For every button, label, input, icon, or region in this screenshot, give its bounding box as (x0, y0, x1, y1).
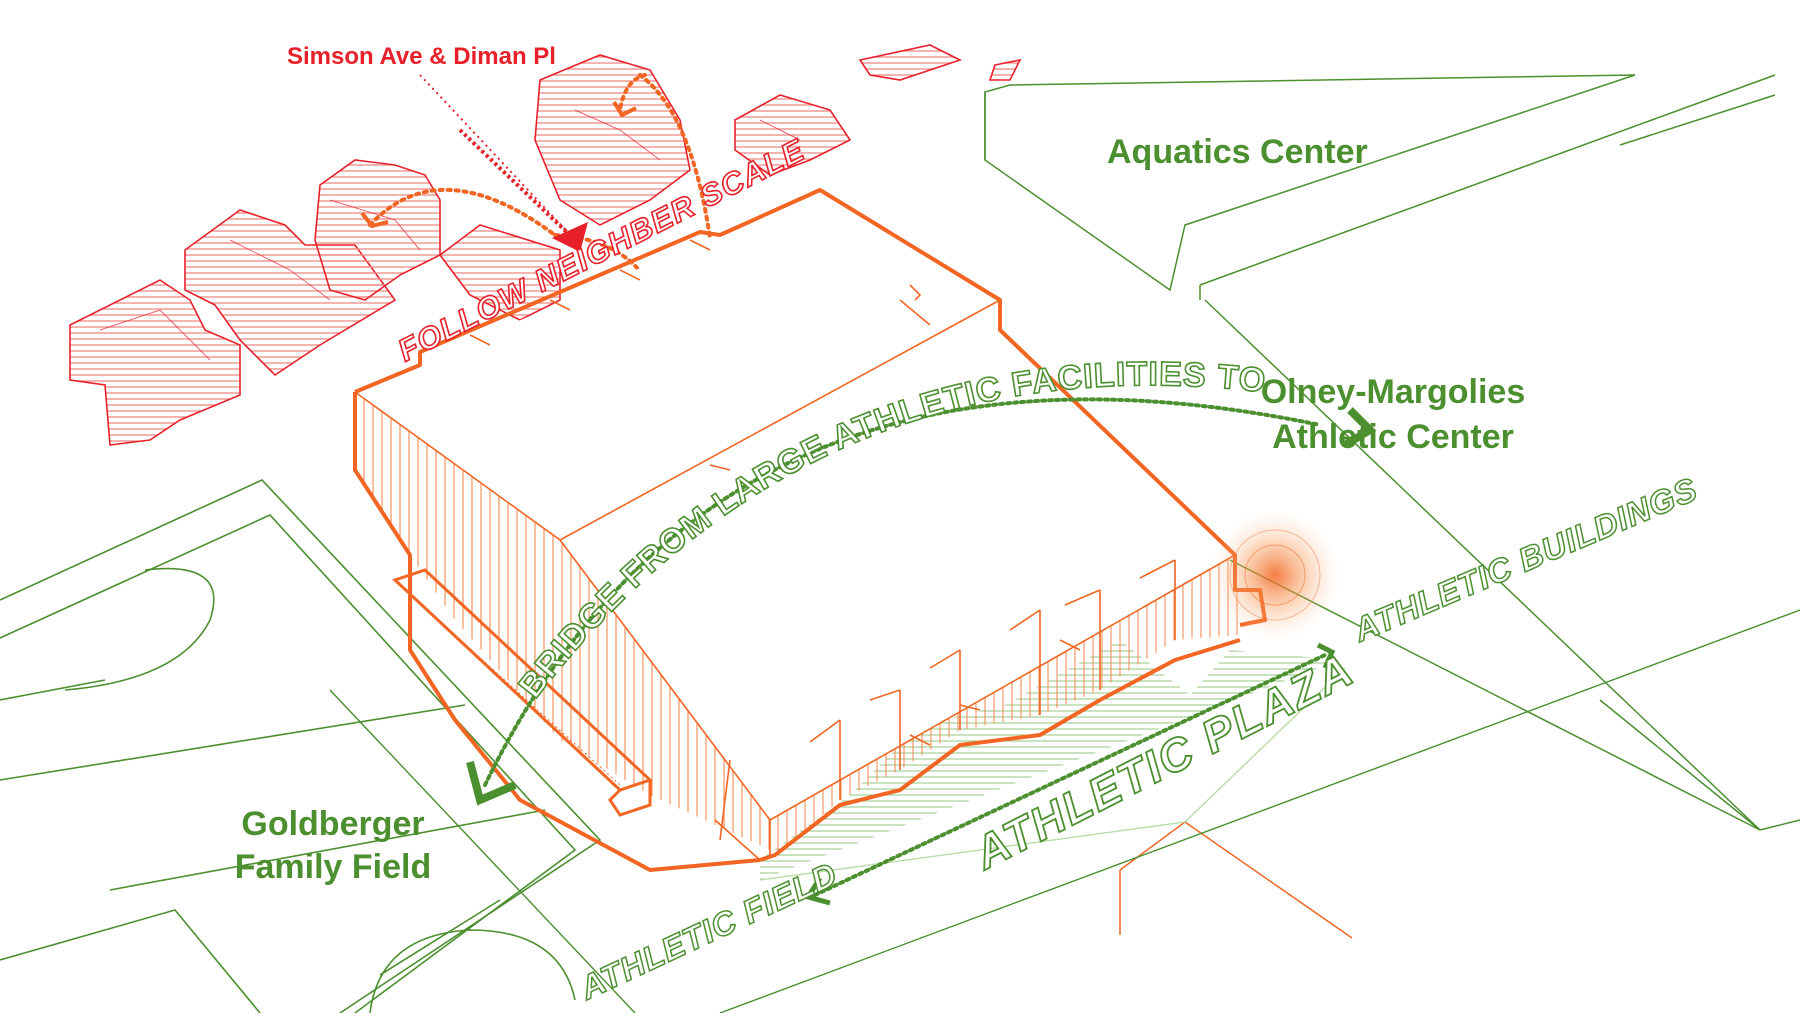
athletic-buildings-label: ATHLETIC BUILDINGS (1347, 470, 1702, 649)
lower-right-lines (1119, 821, 1353, 939)
athletic-plaza-area (759, 640, 1346, 881)
road-lines (329, 609, 1800, 1014)
goldberger-label-line2: Family Field (235, 848, 432, 886)
goldberger-label-line1: Goldberger (241, 805, 424, 843)
goldberger-field-lines (0, 479, 602, 1014)
olney-label-line1: Olney-Margolies (1261, 373, 1526, 411)
aquatics-center-label: Aquatics Center (1107, 133, 1368, 171)
olney-label-line2: Athletic Center (1272, 418, 1514, 456)
neighbor-house-rooflines (99, 109, 801, 361)
athletic-field-label: ATHLETIC FIELD (573, 855, 843, 1007)
aquatics-center-outline (984, 74, 1636, 292)
street-arrow (419, 74, 588, 252)
entry-highlight (1210, 510, 1340, 640)
main-building (353, 188, 1267, 872)
neighbor-houses (69, 44, 1022, 446)
bridge-arc-arrow (466, 397, 1377, 806)
olney-center-outline (1199, 74, 1800, 831)
street-label: Simson Ave & Diman Pl (287, 43, 556, 70)
athletic-axis-arrow (804, 642, 1336, 906)
